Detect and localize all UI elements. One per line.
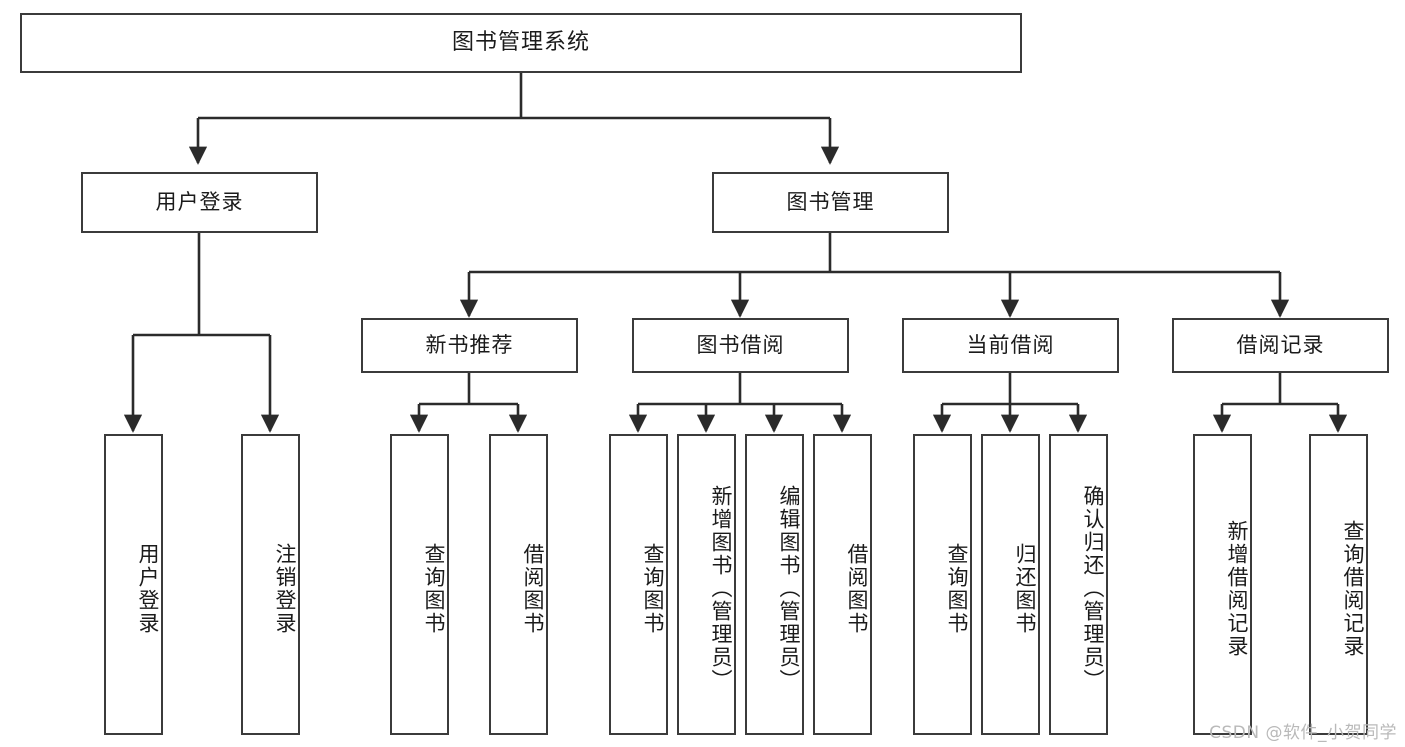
leaf-borrow-book-new-rec[interactable]: 借阅图书 [489,434,548,735]
node-label: 借阅记录 [1236,332,1325,357]
node-label: 图书借阅 [696,332,785,357]
node-book-manage[interactable]: 图书管理 [712,172,949,233]
node-label: 注销登录 [273,542,297,635]
node-label: 图书管理 [786,189,875,214]
node-label: 用户登录 [136,542,160,635]
node-label: 图书管理系统 [451,29,590,55]
node-new-book-rec[interactable]: 新书推荐 [361,318,578,373]
leaf-query-book-new-rec[interactable]: 查询图书 [390,434,449,735]
node-borrow-record[interactable]: 借阅记录 [1172,318,1389,373]
node-label: 借阅图书 [845,542,869,635]
leaf-return-book[interactable]: 归还图书 [981,434,1040,735]
node-book-borrow[interactable]: 图书借阅 [632,318,849,373]
node-label: 归还图书 [1013,542,1037,635]
node-label: 新书推荐 [425,332,514,357]
node-label: 查询图书 [641,542,665,635]
leaf-confirm-return-admin[interactable]: 确认归还（管理员） [1049,434,1108,735]
node-label: 编辑图书（管理员） [777,485,801,692]
node-label: 查询图书 [945,542,969,635]
node-label: 查询图书 [422,542,446,635]
node-label: 新增借阅记录 [1225,519,1249,658]
node-user-login[interactable]: 用户登录 [81,172,318,233]
node-label: 确认归还（管理员） [1081,485,1105,692]
node-label: 新增图书（管理员） [709,485,733,692]
node-label: 查询借阅记录 [1341,519,1365,658]
csdn-watermark: CSDN @软件_小贺同学 [1209,723,1397,743]
leaf-add-borrow-record[interactable]: 新增借阅记录 [1193,434,1252,735]
node-label: 借阅图书 [521,542,545,635]
leaf-query-book-current[interactable]: 查询图书 [913,434,972,735]
leaf-add-book-admin[interactable]: 新增图书（管理员） [677,434,736,735]
leaf-borrow-book-borrow[interactable]: 借阅图书 [813,434,872,735]
leaf-edit-book-admin[interactable]: 编辑图书（管理员） [745,434,804,735]
leaf-user-login[interactable]: 用户登录 [104,434,163,735]
node-label: 用户登录 [155,189,244,214]
leaf-logout-login[interactable]: 注销登录 [241,434,300,735]
leaf-query-book-borrow[interactable]: 查询图书 [609,434,668,735]
node-root-system[interactable]: 图书管理系统 [20,13,1022,73]
node-label: 当前借阅 [966,332,1055,357]
node-current-borrow[interactable]: 当前借阅 [902,318,1119,373]
leaf-query-borrow-record[interactable]: 查询借阅记录 [1309,434,1368,735]
